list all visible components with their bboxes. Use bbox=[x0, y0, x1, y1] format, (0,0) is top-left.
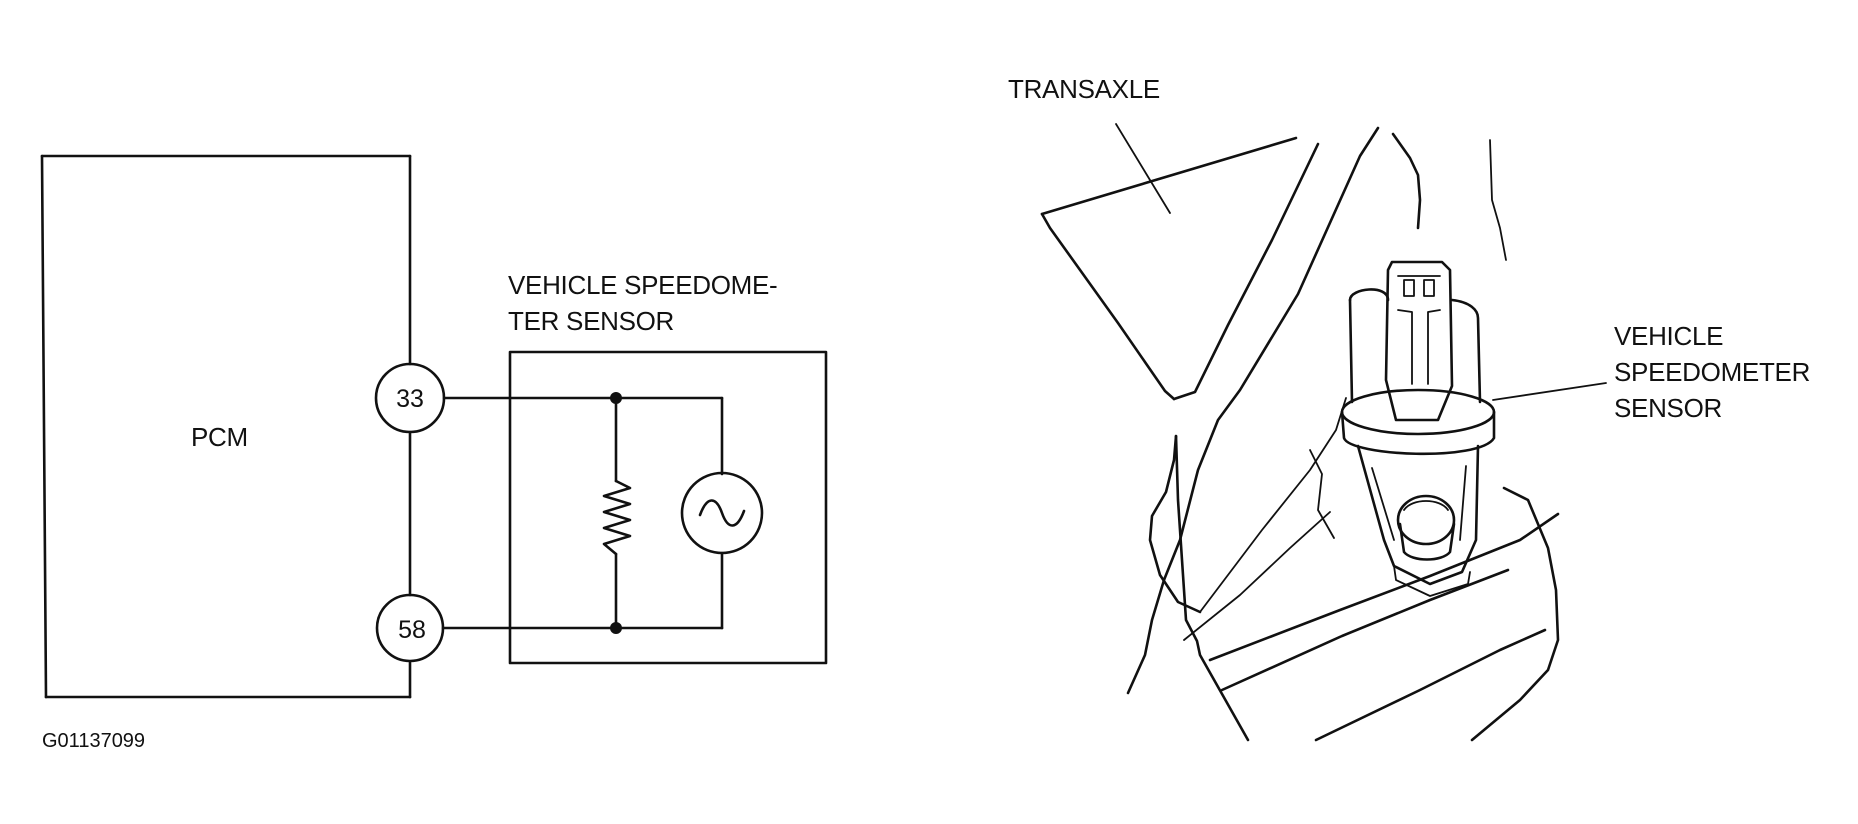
terminal-33: 33 bbox=[374, 362, 446, 434]
pcm-label: PCM bbox=[191, 422, 248, 452]
terminal-58: 58 bbox=[375, 593, 445, 663]
sensor-leader-line bbox=[1492, 382, 1607, 401]
transaxle-label: TRANSAXLE bbox=[1008, 74, 1160, 104]
figure-code: G01137099 bbox=[42, 730, 145, 752]
transaxle-leader-line bbox=[1115, 123, 1171, 214]
sensor-location-illustration: TRANSAXLE bbox=[1008, 74, 1810, 742]
ac-source-symbol bbox=[680, 471, 764, 555]
sensor-label-line2: TER SENSOR bbox=[508, 306, 674, 336]
sensor-label-line1: VEHICLE SPEEDOME- bbox=[508, 270, 777, 300]
transaxle-housing bbox=[1040, 126, 1560, 742]
terminal-58-label: 58 bbox=[398, 616, 426, 644]
junction-dot bbox=[610, 392, 622, 404]
resistor-symbol bbox=[602, 479, 632, 556]
callout-label-line3: SENSOR bbox=[1614, 393, 1722, 423]
speedometer-sensor-part bbox=[1340, 260, 1496, 597]
sensor-wiring bbox=[441, 392, 724, 634]
schematic-diagram: PCM 33 58 VEHICLE SPEEDOME- TER SENSOR bbox=[40, 154, 828, 752]
sensor-box bbox=[508, 350, 828, 665]
callout-label-line1: VEHICLE bbox=[1614, 321, 1723, 351]
pcm-module-box bbox=[40, 154, 412, 699]
junction-dot bbox=[610, 622, 622, 634]
terminal-33-label: 33 bbox=[396, 385, 424, 413]
callout-label-line2: SPEEDOMETER bbox=[1614, 357, 1810, 387]
